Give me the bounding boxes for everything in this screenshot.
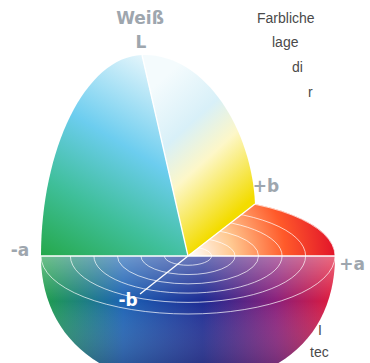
body-text: tec <box>310 345 329 359</box>
b-axis <box>140 256 188 294</box>
equator-ring <box>41 198 335 314</box>
body-text: I <box>318 323 322 337</box>
axis-label: -b <box>118 292 137 309</box>
axis-label: +a <box>339 256 365 273</box>
axis-label: -a <box>11 242 30 259</box>
l-axis <box>142 55 188 256</box>
equator-rings <box>41 198 335 314</box>
lower-hemisphere <box>41 256 335 363</box>
axis-label: Weiß <box>116 10 164 27</box>
axis-label: L <box>136 34 147 51</box>
equator-quarter <box>188 204 335 256</box>
body-text: di <box>292 60 303 74</box>
hemisphere-shading <box>41 256 335 363</box>
body-text: lage <box>272 35 298 49</box>
body-text: Farbliche <box>257 11 315 25</box>
axes <box>41 55 335 294</box>
body-text: r <box>308 85 313 99</box>
a-axis <box>41 255 335 256</box>
b-axis <box>188 204 255 256</box>
axis-label: +b <box>253 178 279 195</box>
